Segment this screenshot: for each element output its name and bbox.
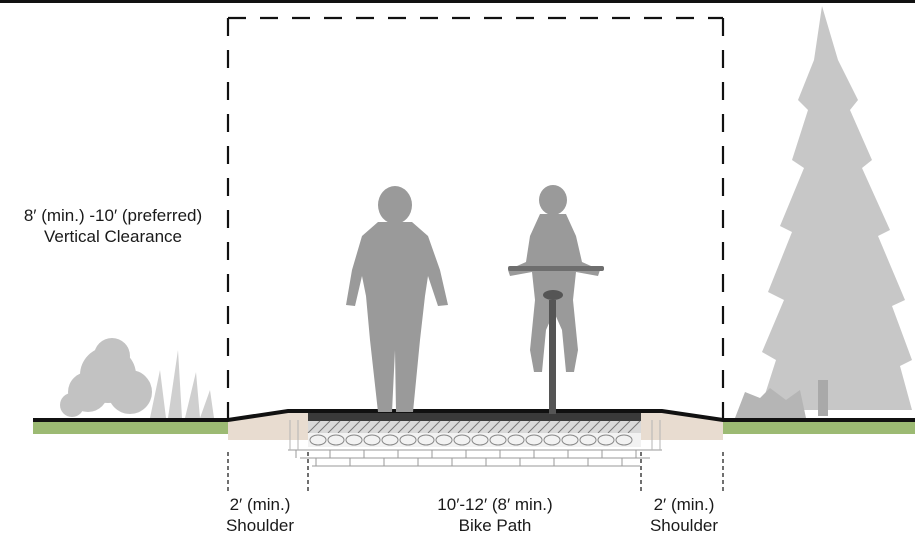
left-shoulder-label: 2′ (min.) Shoulder (212, 494, 308, 536)
path-hatching (307, 420, 641, 434)
ground-line (33, 409, 915, 422)
clearance-name: Vertical Clearance (44, 227, 182, 246)
right-shoulder-name: Shoulder (649, 516, 719, 535)
path-surface (308, 413, 641, 421)
grass-left (33, 420, 228, 434)
right-shoulder-size: 2′ (min.) (653, 495, 715, 514)
clearance-dimension: 8′ (min.) -10′ (preferred) (23, 206, 203, 225)
path-aggregate-layer (308, 433, 641, 447)
left-shoulder-size: 2′ (min.) (229, 495, 291, 514)
right-shoulder-label: 2′ (min.) Shoulder (634, 494, 734, 536)
cyclist-silhouette (508, 185, 604, 414)
vertical-clearance-label: 8′ (min.) -10′ (preferred) Vertical Clea… (2, 205, 224, 247)
bike-path-label: 10′-12′ (8′ min.) Bike Path (420, 494, 570, 536)
bike-path-name: Bike Path (458, 516, 532, 535)
left-shoulder-name: Shoulder (225, 516, 295, 535)
top-border (0, 0, 915, 3)
pedestrian-silhouette (346, 186, 448, 412)
grass-right (723, 420, 915, 434)
shrub-left (60, 338, 214, 418)
tree-right (735, 6, 912, 418)
clearance-envelope (226, 16, 725, 420)
bike-path-size: 10′-12′ (8′ min.) (437, 495, 553, 514)
path-subgrade (288, 420, 662, 467)
